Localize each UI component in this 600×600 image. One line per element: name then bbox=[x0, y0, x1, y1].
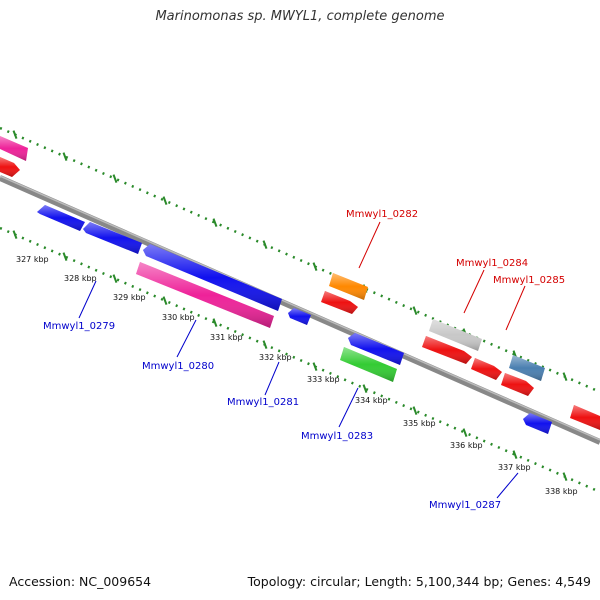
gene-label-mmwyl1-0284[interactable]: Mmwyl1_0284 bbox=[456, 258, 528, 269]
gene-feature[interactable] bbox=[348, 333, 404, 365]
outer-major-ticks bbox=[12, 130, 568, 381]
tick-label: 338 kbp bbox=[545, 487, 578, 496]
major-tick bbox=[562, 472, 568, 481]
gene-feature[interactable] bbox=[570, 405, 600, 430]
kbp-tick-labels: 327 kbp 328 kbp 329 kbp 330 kbp 331 kbp … bbox=[16, 255, 578, 496]
gene-feature[interactable] bbox=[143, 244, 282, 311]
gene-feature[interactable] bbox=[523, 413, 552, 434]
tick-label: 331 kbp bbox=[210, 333, 243, 342]
major-tick bbox=[412, 306, 418, 315]
major-tick bbox=[112, 174, 118, 183]
genome-backbone bbox=[0, 175, 600, 445]
major-tick bbox=[412, 406, 418, 415]
gene-feature[interactable] bbox=[321, 291, 358, 314]
gene-label-mmwyl1-0285[interactable]: Mmwyl1_0285 bbox=[493, 275, 565, 286]
gene-label-mmwyl1-0283[interactable]: Mmwyl1_0283 bbox=[301, 431, 373, 442]
gene-feature[interactable] bbox=[288, 308, 311, 325]
gene-label-mmwyl1-0279[interactable]: Mmwyl1_0279 bbox=[43, 321, 115, 332]
inner-major-ticks bbox=[12, 230, 568, 481]
gene-label-mmwyl1-0282[interactable]: Mmwyl1_0282 bbox=[346, 209, 418, 220]
label-connectors bbox=[78, 221, 526, 499]
accession-text: Accession: NC_009654 bbox=[9, 574, 152, 589]
major-tick bbox=[212, 218, 218, 227]
tick-label: 336 kbp bbox=[450, 441, 483, 450]
gene-label-mmwyl1-0280[interactable]: Mmwyl1_0280 bbox=[142, 361, 214, 372]
major-tick bbox=[562, 372, 568, 381]
tick-label: 330 kbp bbox=[162, 313, 195, 322]
gene-label-mmwyl1-0287[interactable]: Mmwyl1_0287 bbox=[429, 500, 501, 511]
genome-backbone-highlight bbox=[0, 175, 600, 441]
gene-label-mmwyl1-0281[interactable]: Mmwyl1_0281 bbox=[227, 397, 299, 408]
gene-feature[interactable] bbox=[509, 355, 545, 381]
major-tick bbox=[162, 296, 168, 305]
genome-summary-text: Topology: circular; Length: 5,100,344 bp… bbox=[247, 574, 591, 589]
major-tick bbox=[262, 340, 268, 349]
gene-feature[interactable] bbox=[0, 157, 20, 177]
tick-label: 327 kbp bbox=[16, 255, 49, 264]
major-tick bbox=[362, 384, 368, 393]
major-tick bbox=[12, 230, 18, 239]
gene-feature[interactable] bbox=[422, 336, 472, 364]
tick-label: 337 kbp bbox=[498, 463, 531, 472]
major-tick bbox=[462, 428, 468, 437]
gene-feature[interactable] bbox=[37, 205, 85, 231]
tick-label: 329 kbp bbox=[113, 293, 146, 302]
gene-labels: Mmwyl1_0282 Mmwyl1_0284 Mmwyl1_0285 Mmwy… bbox=[43, 209, 565, 511]
gene-feature[interactable] bbox=[471, 358, 502, 380]
tick-label: 328 kbp bbox=[64, 274, 97, 283]
gene-feature[interactable] bbox=[501, 373, 534, 396]
gene-feature[interactable] bbox=[136, 262, 274, 328]
major-tick bbox=[12, 130, 18, 139]
tick-label: 334 kbp bbox=[355, 396, 388, 405]
gene-feature[interactable] bbox=[83, 222, 142, 254]
tick-label: 335 kbp bbox=[403, 419, 436, 428]
gene-feature[interactable] bbox=[0, 136, 28, 161]
major-tick bbox=[62, 252, 68, 261]
major-tick bbox=[62, 152, 68, 161]
tick-label: 333 kbp bbox=[307, 375, 340, 384]
gene-features bbox=[0, 136, 600, 434]
map-title: Marinomonas sp. MWYL1, complete genome bbox=[155, 9, 445, 24]
gene-feature[interactable] bbox=[429, 319, 482, 351]
tick-label: 332 kbp bbox=[259, 353, 292, 362]
major-tick bbox=[112, 274, 118, 283]
major-tick bbox=[262, 240, 268, 249]
gene-feature[interactable] bbox=[329, 273, 368, 300]
major-tick bbox=[512, 450, 518, 459]
major-tick bbox=[212, 318, 218, 327]
major-tick bbox=[162, 196, 168, 205]
major-tick bbox=[312, 262, 318, 271]
gene-feature[interactable] bbox=[340, 347, 397, 382]
major-tick bbox=[312, 362, 318, 371]
